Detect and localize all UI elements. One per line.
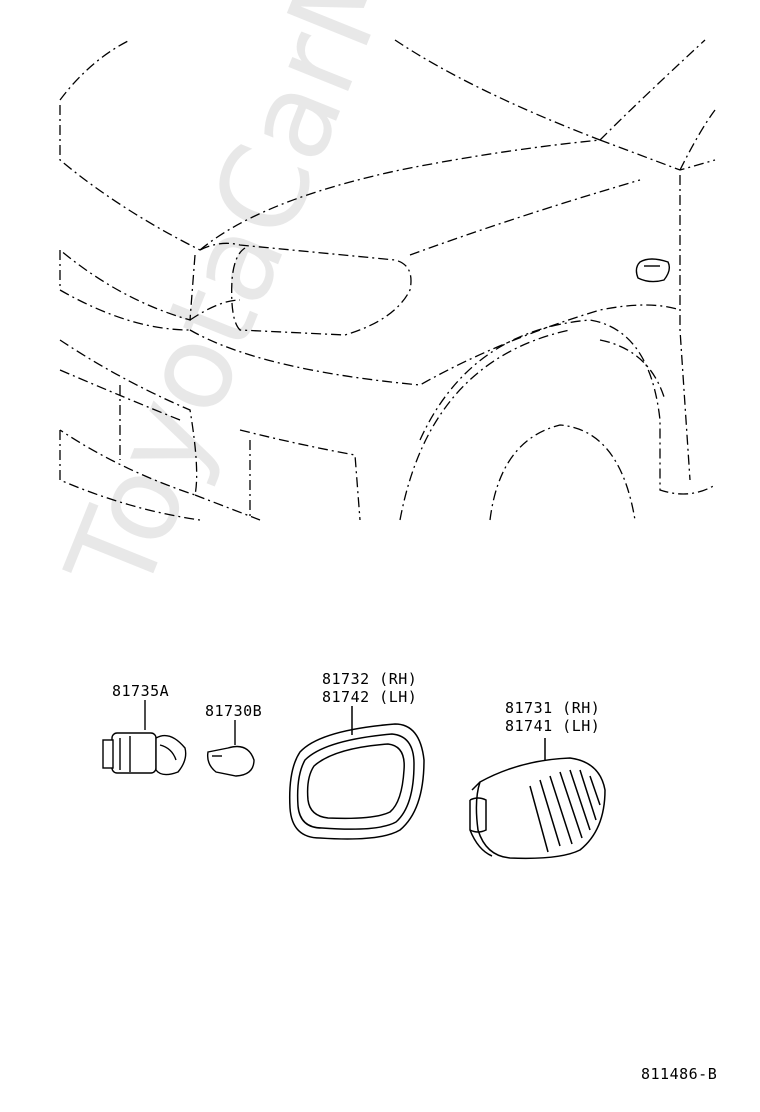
part-label-frame-lh: 81742 (LH) [322,688,418,706]
vehicle-outline [59,39,716,521]
side-marker-location [635,258,671,283]
lens-81731 [469,738,606,860]
part-label-lens-lh: 81741 (LH) [505,717,601,735]
bulb-81730B [206,720,255,777]
socket-81735A [102,700,187,776]
diagram-code: 811486-B [641,1065,718,1083]
frame-81732 [288,706,425,840]
part-label-bulb: 81730B [205,702,263,720]
part-label-frame-rh: 81732 (RH) [322,670,418,688]
part-label-socket: 81735A [112,682,170,700]
part-label-lens-rh: 81731 (RH) [505,699,601,717]
